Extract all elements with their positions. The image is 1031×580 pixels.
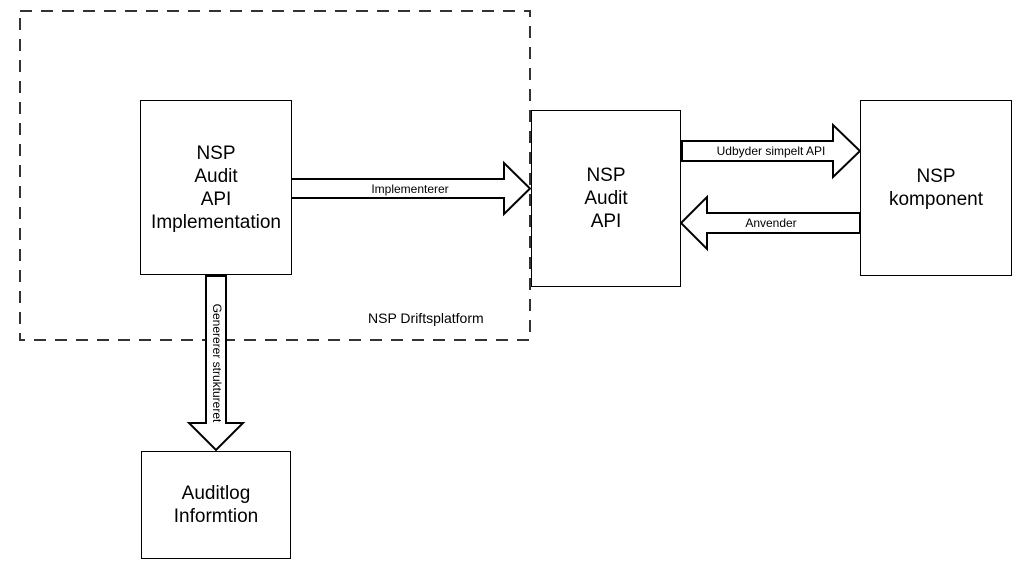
udbyder-simpelt-api-edge-label: Udbyder simpelt API: [716, 144, 826, 158]
node-label-line: Audit: [194, 165, 238, 187]
node-label: Auditlog Informtion: [174, 482, 258, 528]
nsp-driftsplatform-label: NSP Driftsplatform: [368, 310, 484, 326]
node-label-line: NSP: [586, 165, 626, 186]
node-label: NSP komponent: [889, 165, 983, 211]
genererer-arrow: [186, 275, 246, 452]
node-label-line: API: [590, 211, 622, 232]
node-label-line: API: [200, 188, 232, 210]
node-nsp-audit-api: NSP Audit API: [531, 110, 681, 287]
anvender-arrow: [679, 194, 861, 252]
node-label-line: Auditlog: [181, 483, 251, 504]
node-label-line: Audit: [584, 188, 628, 209]
implementerer-edge-label: Implementerer: [371, 182, 449, 196]
node-label-line: NSP: [916, 166, 956, 187]
node-nsp-audit-api-implementation: NSP Audit API Implementation: [140, 100, 292, 275]
genererer-struktureret-edge-label: Genererer struktureret: [210, 303, 224, 423]
anvender-edge-label: Anvender: [745, 216, 797, 230]
node-label-line: NSP: [196, 142, 236, 164]
node-nsp-komponent: NSP komponent: [860, 100, 1012, 276]
nsp-driftsplatform-dashed-border: [19, 10, 531, 341]
udbyder-arrow: [681, 122, 862, 180]
node-label: NSP Audit API: [584, 164, 627, 233]
node-label-line: komponent: [888, 189, 983, 210]
implementerer-arrow: [290, 160, 532, 217]
node-label: NSP Audit API Implementation: [151, 142, 281, 234]
node-auditlog-informtion: Auditlog Informtion: [141, 451, 291, 559]
node-label-line: Informtion: [173, 506, 259, 527]
node-label-line: Implementation: [151, 211, 281, 233]
